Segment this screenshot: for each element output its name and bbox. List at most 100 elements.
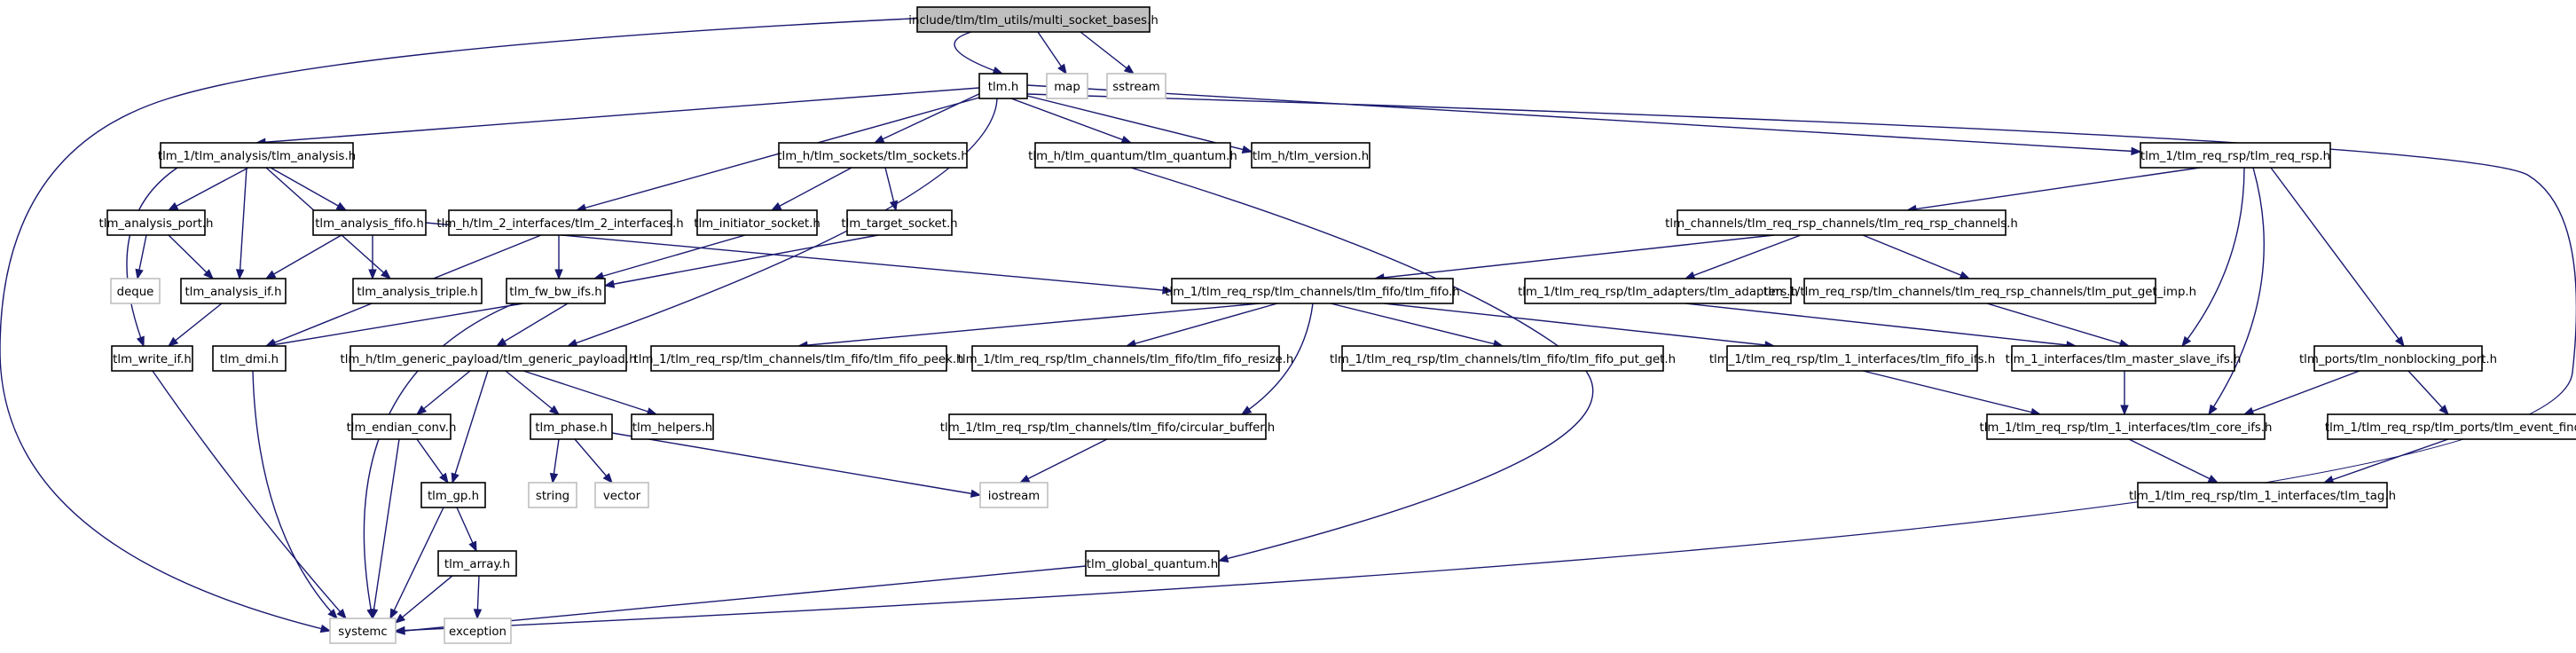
node-fifo-peek[interactable]: tlm_1/tlm_req_rsp/tlm_channels/tlm_fifo/… [634, 345, 964, 372]
node-analysis-triple[interactable]: tlm_analysis_triple.h [352, 278, 483, 304]
node-box [420, 482, 486, 508]
node-systemc: systemc [329, 618, 397, 644]
node-nonblocking-port[interactable]: tlm_ports/tlm_nonblocking_port.h [2299, 345, 2497, 372]
node-master-slave-ifs[interactable]: tlm_1_interfaces/tlm_master_slave_ifs.h [2006, 345, 2242, 372]
node-put-get-imp[interactable]: tlm_1/tlm_req_rsp/tlm_channels/tlm_req_r… [1763, 278, 2196, 304]
edge-req_rsp-to-master_slave_ifs [2181, 167, 2245, 347]
node-sockets[interactable]: tlm_h/tlm_sockets/tlm_sockets.h [777, 142, 969, 169]
edge-array-to-systemc [395, 575, 453, 624]
node-box [349, 345, 627, 372]
node-box [979, 482, 1048, 508]
arrowhead-gp [451, 472, 459, 484]
node-interfaces2[interactable]: tlm_h/tlm_2_interfaces/tlm_2_interfaces.… [436, 209, 684, 236]
node-label: tlm_1/tlm_req_rsp/tlm_1_interfaces/tlm_t… [2129, 490, 2396, 503]
arrowhead-vector [602, 472, 613, 484]
node-analysis-port[interactable]: tlm_analysis_port.h [99, 209, 214, 236]
node-core-ifs[interactable]: tlm_1/tlm_req_rsp/tlm_1_interfaces/tlm_c… [1980, 413, 2273, 440]
node-box [1524, 278, 1792, 304]
edge-req_rsp-to-req_rsp_channels [1906, 167, 2201, 211]
node-req-rsp-channels[interactable]: tlm_channels/tlm_req_rsp_channels/tlm_re… [1665, 209, 2018, 236]
edge-tlm_h-to-quantum [1010, 98, 1132, 144]
node-fifo-put-get[interactable]: tlm_1/tlm_req_rsp/tlm_channels/tlm_fifo/… [1330, 345, 1676, 372]
node-generic-payload[interactable]: tlm_h/tlm_generic_payload/tlm_generic_pa… [340, 345, 637, 372]
node-label: tlm.h [988, 81, 1019, 94]
arrowhead-systemc [394, 613, 406, 624]
node-label: tlm_helpers.h [632, 421, 712, 435]
node-root[interactable]: include/tlm/tlm_utils/multi_socket_bases… [908, 6, 1158, 33]
node-box [650, 345, 947, 372]
node-adapters[interactable]: tlm_1/tlm_req_rsp/tlm_adapters/tlm_adapt… [1518, 278, 1798, 304]
node-box [506, 278, 606, 304]
node-label: tlm_h/tlm_quantum/tlm_quantum.h [1028, 150, 1237, 163]
node-fifo-resize[interactable]: tlm_1/tlm_req_rsp/tlm_channels/tlm_fifo/… [958, 345, 1294, 372]
node-label: tlm_h/tlm_version.h [1253, 150, 1369, 163]
node-label: tlm_analysis_port.h [99, 217, 214, 231]
node-label: tlm_ports/tlm_nonblocking_port.h [2299, 353, 2497, 366]
arrowhead-global_quantum [1217, 554, 1229, 563]
edge-nonblocking_port-to-core_ifs [2243, 370, 2360, 415]
node-helpers[interactable]: tlm_helpers.h [631, 413, 714, 440]
node-tlm-h[interactable]: tlm.h [978, 73, 1028, 99]
node-analysis-fifo[interactable]: tlm_analysis_fifo.h [312, 209, 427, 236]
node-dmi[interactable]: tlm_dmi.h [212, 345, 287, 372]
arrowhead-target_socket [889, 200, 899, 212]
edge-req_rsp_channels-to-tlm_fifo [1374, 234, 1775, 279]
edge-analysis-to-analysis_if [239, 167, 247, 279]
node-box [778, 142, 968, 169]
node-array[interactable]: tlm_array.h [437, 550, 517, 577]
node-box [444, 618, 512, 644]
node-label: tlm_array.h [444, 558, 510, 571]
node-label: tlm_1/tlm_req_rsp/tlm_channels/tlm_fifo/… [940, 421, 1275, 435]
node-circular-buffer[interactable]: tlm_1/tlm_req_rsp/tlm_channels/tlm_fifo/… [940, 413, 1275, 440]
node-box [846, 209, 953, 236]
node-phase[interactable]: tlm_phase.h [530, 413, 613, 440]
node-analysis[interactable]: tlm_1/tlm_analysis/tlm_analysis.h [158, 142, 356, 169]
edge-fifo_ifs-to-core_ifs [1862, 370, 2041, 415]
node-fw-bw-ifs[interactable]: tlm_fw_bw_ifs.h [506, 278, 606, 304]
arrowhead-generic_payload [495, 337, 507, 347]
node-box [2137, 482, 2388, 508]
node-quantum[interactable]: tlm_h/tlm_quantum/tlm_quantum.h [1028, 142, 1237, 169]
node-initiator-socket[interactable]: tlm_initiator_socket.h [694, 209, 821, 236]
edge-tlm_h-to-analysis [255, 87, 980, 144]
node-tag[interactable]: tlm_1/tlm_req_rsp/tlm_1_interfaces/tlm_t… [2129, 482, 2396, 508]
node-event-finder[interactable]: tlm_1/tlm_req_rsp/tlm_ports/tlm_event_fi… [2325, 413, 2576, 440]
node-box [1677, 209, 2007, 236]
node-box [1986, 413, 2266, 440]
arrowhead-circular_buffer [1240, 405, 1253, 415]
node-box [212, 345, 287, 372]
node-box [1803, 278, 2156, 304]
node-label: tlm_dmi.h [220, 353, 279, 366]
node-version[interactable]: tlm_h/tlm_version.h [1251, 142, 1370, 169]
edge-root-to-tlm_h [954, 31, 1003, 75]
node-box [948, 413, 1267, 440]
edge-target_socket-to-fw_bw_ifs [604, 234, 879, 287]
node-fifo-ifs[interactable]: tlm_1/tlm_req_rsp/tlm_1_interfaces/tlm_f… [1709, 345, 1995, 372]
arrowhead-tlm_fifo [1162, 286, 1174, 295]
arrowhead-systemc [369, 608, 379, 620]
node-req-rsp[interactable]: tlm_1/tlm_req_rsp/tlm_req_rsp.h [2140, 142, 2331, 169]
node-label: tlm_phase.h [535, 421, 607, 435]
node-box [2140, 142, 2331, 169]
node-box [971, 345, 1280, 372]
node-box [1251, 142, 1370, 169]
node-sstream: sstream [1106, 73, 1166, 99]
node-write-if[interactable]: tlm_write_if.h [111, 345, 193, 372]
node-global-quantum[interactable]: tlm_global_quantum.h [1085, 550, 1220, 577]
node-endian-conv[interactable]: tlm_endian_conv.h [347, 413, 457, 440]
node-target-socket[interactable]: tlm_target_socket.h [841, 209, 958, 236]
node-tlm-fifo[interactable]: tlm_1/tlm_req_rsp/tlm_channels/tlm_fifo/… [1165, 278, 1460, 304]
node-label: iostream [988, 490, 1040, 503]
node-box [111, 345, 193, 372]
node-analysis-if[interactable]: tlm_analysis_if.h [180, 278, 287, 304]
edge-req_rsp_channels-to-adapters [1685, 234, 1802, 279]
node-label: tlm_1/tlm_req_rsp/tlm_req_rsp.h [2140, 150, 2330, 163]
arrowhead-analysis_triple [381, 269, 392, 279]
node-label: tlm_1/tlm_req_rsp/tlm_channels/tlm_fifo/… [1165, 286, 1460, 299]
node-label: string [536, 490, 569, 503]
node-gp[interactable]: tlm_gp.h [420, 482, 486, 508]
node-label: tlm_analysis_triple.h [357, 286, 477, 299]
arrowhead-fw_bw_ifs [603, 279, 616, 288]
edge-generic_payload-to-helpers [522, 370, 657, 415]
